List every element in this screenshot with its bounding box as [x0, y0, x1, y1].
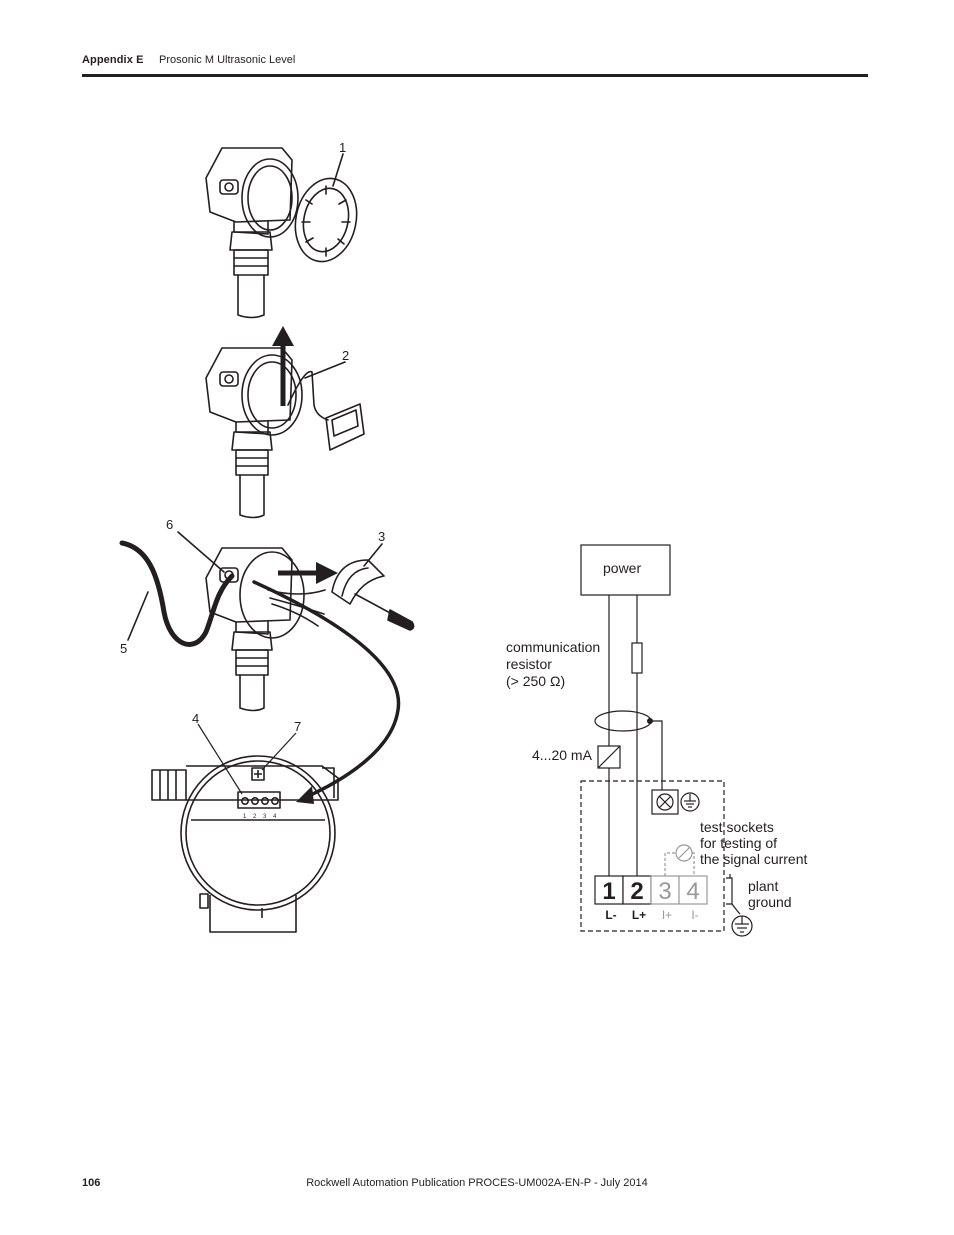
electronics-cover-illustration: [331, 559, 385, 605]
terminal-number-1: 1: [602, 878, 615, 905]
device-housing-middle-illustration: [205, 347, 303, 519]
callout-6: 6: [166, 517, 173, 532]
test-sockets-label-line-1: test sockets: [700, 819, 774, 835]
header-title: Prosonic M Ultrasonic Level: [159, 54, 296, 66]
wiring-diagram: power 4...20 mA communication resistor (…: [506, 544, 808, 937]
signal-cable-illustration: [119, 540, 235, 647]
terminal-compartment-illustration: [151, 755, 339, 933]
terminal-tiny-number-1: 1: [243, 814, 247, 820]
terminal-number-2: 2: [630, 878, 643, 905]
callout-1: 1: [339, 140, 346, 155]
header-appendix: Appendix E: [82, 54, 144, 66]
wire-to-terminal-illustration: [252, 580, 401, 800]
callout-4: 4: [192, 711, 199, 726]
test-sockets-label-line-2: for testing of: [700, 835, 777, 851]
resistor-label-line-1: communication: [506, 639, 600, 655]
terminal-tiny-number-2: 2: [253, 814, 257, 820]
screwdriver-illustration: [354, 593, 415, 631]
lift-arrow-icon: [272, 326, 294, 406]
power-box: [580, 544, 671, 596]
device-housing-top-illustration: [205, 147, 299, 319]
terminal-signal-1: L-: [605, 908, 616, 922]
resistor-label-line-2: resistor: [506, 656, 552, 672]
plant-ground-label-line-1: plant: [748, 878, 778, 894]
callout-3: 3: [378, 529, 385, 544]
plant-ground-clamp-icon: [726, 874, 753, 937]
callout-7: 7: [294, 719, 301, 734]
cable-shield-symbol: [594, 710, 652, 732]
terminal-signal-3: I+: [662, 908, 672, 922]
header-rule: [82, 74, 868, 77]
terminal-block: [594, 875, 708, 905]
terminal-tiny-number-4: 4: [273, 814, 277, 820]
footer-page-number: 106: [82, 1177, 101, 1189]
remove-arrow-icon: [278, 562, 338, 584]
resistor-label-line-3: (> 250 Ω): [506, 673, 565, 689]
wire-arrow-icon: [296, 786, 314, 804]
plant-ground-label-line-2: ground: [748, 894, 792, 910]
current-label: 4...20 mA: [532, 747, 593, 763]
callout-5: 5: [120, 641, 127, 656]
test-sockets-label-line-3: the signal current: [700, 851, 808, 867]
power-label: power: [603, 560, 641, 576]
display-module-illustration: [287, 370, 365, 451]
terminal-number-3: 3: [658, 878, 671, 905]
test-meter-symbol: [664, 844, 695, 876]
device-boundary: [580, 780, 725, 932]
housing-cover-ring-illustration: [294, 177, 358, 263]
footer-publication: Rockwell Automation Publication PROCES-U…: [306, 1177, 648, 1189]
terminal-number-4: 4: [686, 878, 699, 905]
device-housing-lower-illustration: [205, 547, 326, 712]
terminal-signal-2: L+: [632, 908, 646, 922]
terminal-signal-4: I-: [691, 908, 698, 922]
communication-resistor-symbol: [631, 642, 643, 674]
terminal-tiny-number-3: 3: [263, 814, 267, 820]
earth-icon: [680, 792, 700, 812]
callout-2: 2: [342, 348, 349, 363]
